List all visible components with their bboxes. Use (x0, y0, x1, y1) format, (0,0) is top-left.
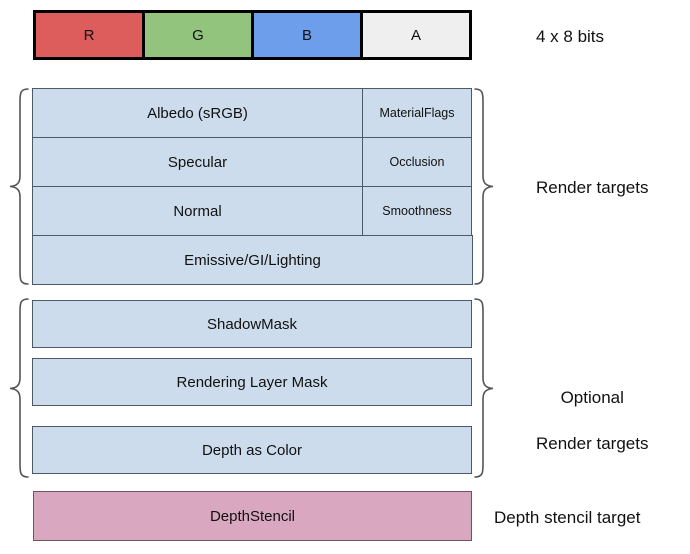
table-row: Emissive/GI/Lighting (32, 235, 473, 285)
rgba-channel-bar: R G B A (33, 10, 472, 60)
optional-annotation-line-1: Optional (560, 387, 624, 407)
optional-box-rendering-layer-mask: Rendering Layer Mask (32, 358, 472, 406)
cell-materialflags: MaterialFlags (362, 88, 472, 138)
cell-smoothness: Smoothness (362, 186, 472, 236)
channel-g: G (145, 13, 254, 57)
optional-annotation-line-2: Render targets (536, 433, 649, 453)
depth-stencil-annotation: Depth stencil target (494, 508, 641, 527)
cell-specular: Specular (32, 137, 363, 187)
table-row: Specular Occlusion (32, 137, 472, 187)
optional-box-depth-as-color: Depth as Color (32, 426, 472, 474)
right-brace-render-targets (473, 88, 495, 285)
cell-normal: Normal (32, 186, 363, 236)
render-targets-table: Albedo (sRGB) MaterialFlags Specular Occ… (32, 88, 473, 285)
channel-r: R (36, 13, 145, 57)
left-brace-render-targets (8, 88, 30, 285)
optional-render-targets-annotation: Optional Render targets (536, 364, 648, 456)
table-row: Normal Smoothness (32, 186, 472, 236)
table-row: Albedo (sRGB) MaterialFlags (32, 88, 472, 138)
right-brace-optional-render-targets (473, 298, 495, 478)
channel-bar-annotation: 4 x 8 bits (536, 27, 605, 46)
channel-a: A (363, 13, 469, 57)
depth-stencil-box: DepthStencil (33, 491, 472, 541)
left-brace-optional-render-targets (8, 298, 30, 478)
channel-b: B (254, 13, 363, 57)
cell-occlusion: Occlusion (362, 137, 472, 187)
cell-emissive-gi-lighting: Emissive/GI/Lighting (32, 235, 473, 285)
optional-box-shadowmask: ShadowMask (32, 300, 472, 348)
render-targets-annotation: Render targets (536, 178, 649, 197)
cell-albedo: Albedo (sRGB) (32, 88, 363, 138)
